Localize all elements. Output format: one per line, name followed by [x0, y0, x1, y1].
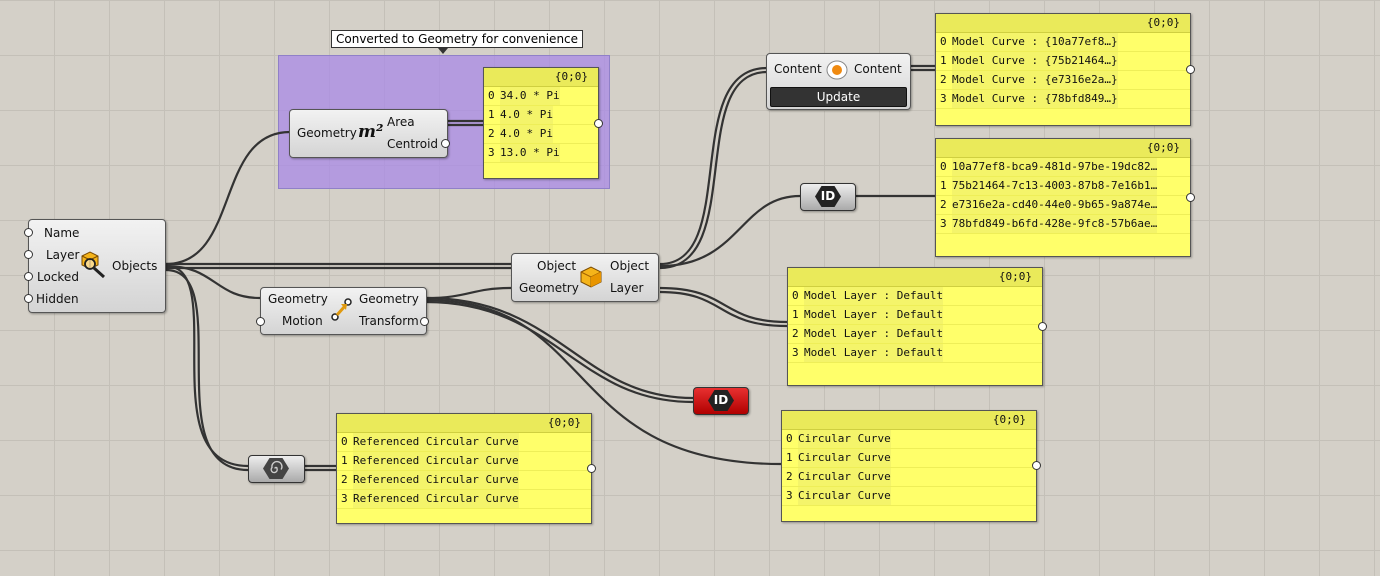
wire: [659, 66, 768, 266]
grip-motion[interactable]: [256, 317, 265, 326]
input-content[interactable]: Content: [774, 62, 822, 76]
transform-node[interactable]: Geometry Motion Geometry Transform: [256, 287, 429, 335]
wrapper-node[interactable]: [248, 455, 305, 483]
panel-path: {0;0}: [936, 14, 1190, 33]
input-geometry[interactable]: Geometry: [297, 126, 357, 140]
group-tooltip: Converted to Geometry for convenience: [331, 30, 584, 48]
wire: [425, 300, 694, 404]
object-node[interactable]: Object Geometry Object Layer: [511, 253, 659, 302]
object-query-icon: [81, 251, 106, 279]
input-hidden[interactable]: Hidden: [36, 292, 79, 306]
wire: [165, 264, 249, 468]
panel-path: {0;0}: [337, 414, 591, 433]
egg-icon: [826, 60, 848, 80]
output-geometry[interactable]: Geometry: [359, 292, 419, 306]
input-motion[interactable]: Motion: [282, 314, 323, 328]
grip-name[interactable]: [24, 228, 33, 237]
id-icon: ID: [708, 390, 734, 411]
spiral-icon: [270, 460, 283, 474]
panel-path: {0;0}: [936, 139, 1190, 158]
panel-output-grip[interactable]: [1032, 461, 1041, 470]
output-transform[interactable]: Transform: [359, 314, 419, 328]
wire: [425, 296, 694, 400]
panel-path: {0;0}: [788, 268, 1042, 287]
wire: [425, 286, 513, 300]
update-button[interactable]: Update: [770, 87, 907, 107]
output-area[interactable]: Area: [387, 115, 415, 129]
panel-output-grip[interactable]: [1186, 193, 1195, 202]
wire: [659, 286, 788, 324]
panel-path: {0;0}: [782, 411, 1036, 430]
grip-transform[interactable]: [420, 317, 429, 326]
input-geometry[interactable]: Geometry: [268, 292, 328, 306]
wire: [659, 290, 788, 328]
wire: [165, 268, 249, 472]
grip-layer[interactable]: [24, 250, 33, 259]
input-locked[interactable]: Locked: [37, 270, 79, 284]
input-name[interactable]: Name: [44, 226, 80, 240]
grip-locked[interactable]: [24, 272, 33, 281]
id-icon: ID: [815, 186, 841, 207]
output-centroid[interactable]: Centroid: [387, 137, 439, 151]
grip-hidden[interactable]: [24, 294, 33, 303]
area-icon: m²: [358, 122, 384, 142]
output-objects[interactable]: Objects: [112, 259, 158, 273]
grip-centroid[interactable]: [441, 139, 450, 148]
input-geometry[interactable]: Geometry: [519, 281, 579, 295]
panel-path: {0;0}: [484, 68, 598, 87]
panel-output-grip[interactable]: [594, 119, 603, 128]
input-layer[interactable]: Layer: [46, 248, 80, 262]
swirl-icon: [263, 458, 289, 479]
tooltip-pointer: [438, 48, 448, 54]
input-object[interactable]: Object: [537, 259, 577, 273]
content-node[interactable]: Content Content Update: [766, 53, 911, 110]
output-object[interactable]: Object: [610, 259, 650, 273]
wire: [659, 194, 801, 268]
output-layer[interactable]: Layer: [610, 281, 644, 295]
wire: [165, 130, 291, 266]
panel-output-grip[interactable]: [1186, 65, 1195, 74]
area-node[interactable]: Geometry m² Area Centroid: [289, 109, 450, 158]
output-content[interactable]: Content: [854, 62, 902, 76]
id-node[interactable]: ID: [800, 183, 856, 211]
id-node-error[interactable]: ID: [693, 387, 749, 415]
move-icon: [331, 298, 352, 321]
panel-output-grip[interactable]: [587, 464, 596, 473]
wire: [165, 264, 261, 300]
panel-output-grip[interactable]: [1038, 322, 1047, 331]
cube-icon: [580, 266, 602, 288]
objects-node[interactable]: Name Layer Locked Hidden Objects: [24, 219, 166, 313]
wire: [659, 70, 768, 270]
